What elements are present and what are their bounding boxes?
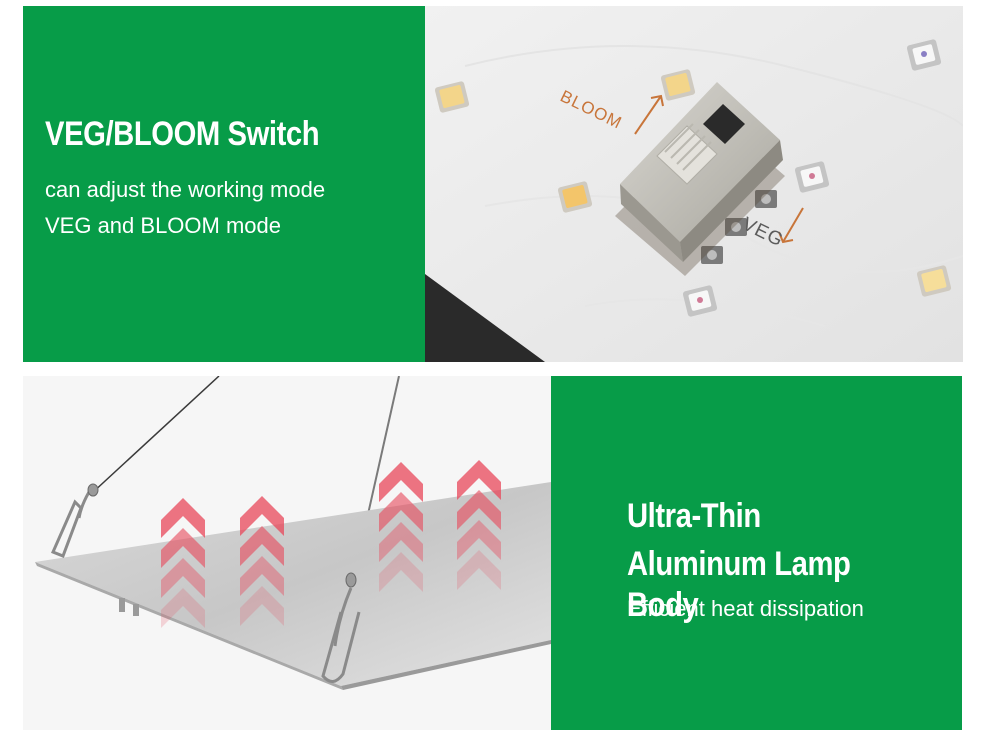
veg-bloom-description-line-1: can adjust the working mode (45, 177, 326, 202)
aluminum-body-photo (23, 376, 551, 730)
led-white-1 (906, 39, 942, 71)
hanging-clip-right (321, 572, 361, 683)
veg-arrow (778, 207, 804, 244)
veg-bloom-info-panel: VEG/BLOOM Switch can adjust the working … (23, 6, 425, 362)
aluminum-plate-illustration (35, 376, 551, 690)
led-warm-4 (916, 265, 952, 297)
hanging-wire-left (90, 376, 220, 495)
aluminum-description: Efficient heat dissipation (627, 591, 864, 627)
slide-switch (615, 82, 785, 276)
veg-bloom-description-line-2: VEG and BLOOM mode (45, 213, 281, 238)
veg-bloom-description: can adjust the working mode VEG and BLOO… (45, 172, 325, 244)
aluminum-heading-line-2: Aluminum Lamp Body (627, 545, 851, 624)
switch-board-illustration: BLOOM VEG (425, 6, 963, 362)
led-warm-1 (434, 81, 470, 113)
aluminum-heading-line-1: Ultra-Thin (627, 497, 761, 535)
heat-arrows (161, 460, 501, 628)
aluminum-plate (35, 482, 551, 686)
led-white-3 (682, 285, 718, 317)
hanging-clip-left (51, 483, 99, 558)
heat-arrow-column-1 (161, 498, 205, 628)
led-warm-3 (557, 181, 593, 213)
switch-board-photo: BLOOM VEG (425, 6, 963, 362)
heat-arrow-column-2 (240, 496, 284, 626)
led-warm-2 (660, 69, 696, 101)
solder-pads (701, 190, 777, 264)
veg-bloom-heading: VEG/BLOOM Switch (45, 115, 320, 153)
heat-arrow-column-3 (379, 462, 423, 592)
aluminum-body-info-panel: Ultra-Thin Aluminum Lamp Body Efficient … (551, 376, 962, 730)
led-white-2 (794, 161, 830, 193)
bloom-arrow (634, 94, 664, 135)
heat-arrow-column-4 (457, 460, 501, 590)
aluminum-description-text: Efficient heat dissipation (627, 596, 864, 621)
